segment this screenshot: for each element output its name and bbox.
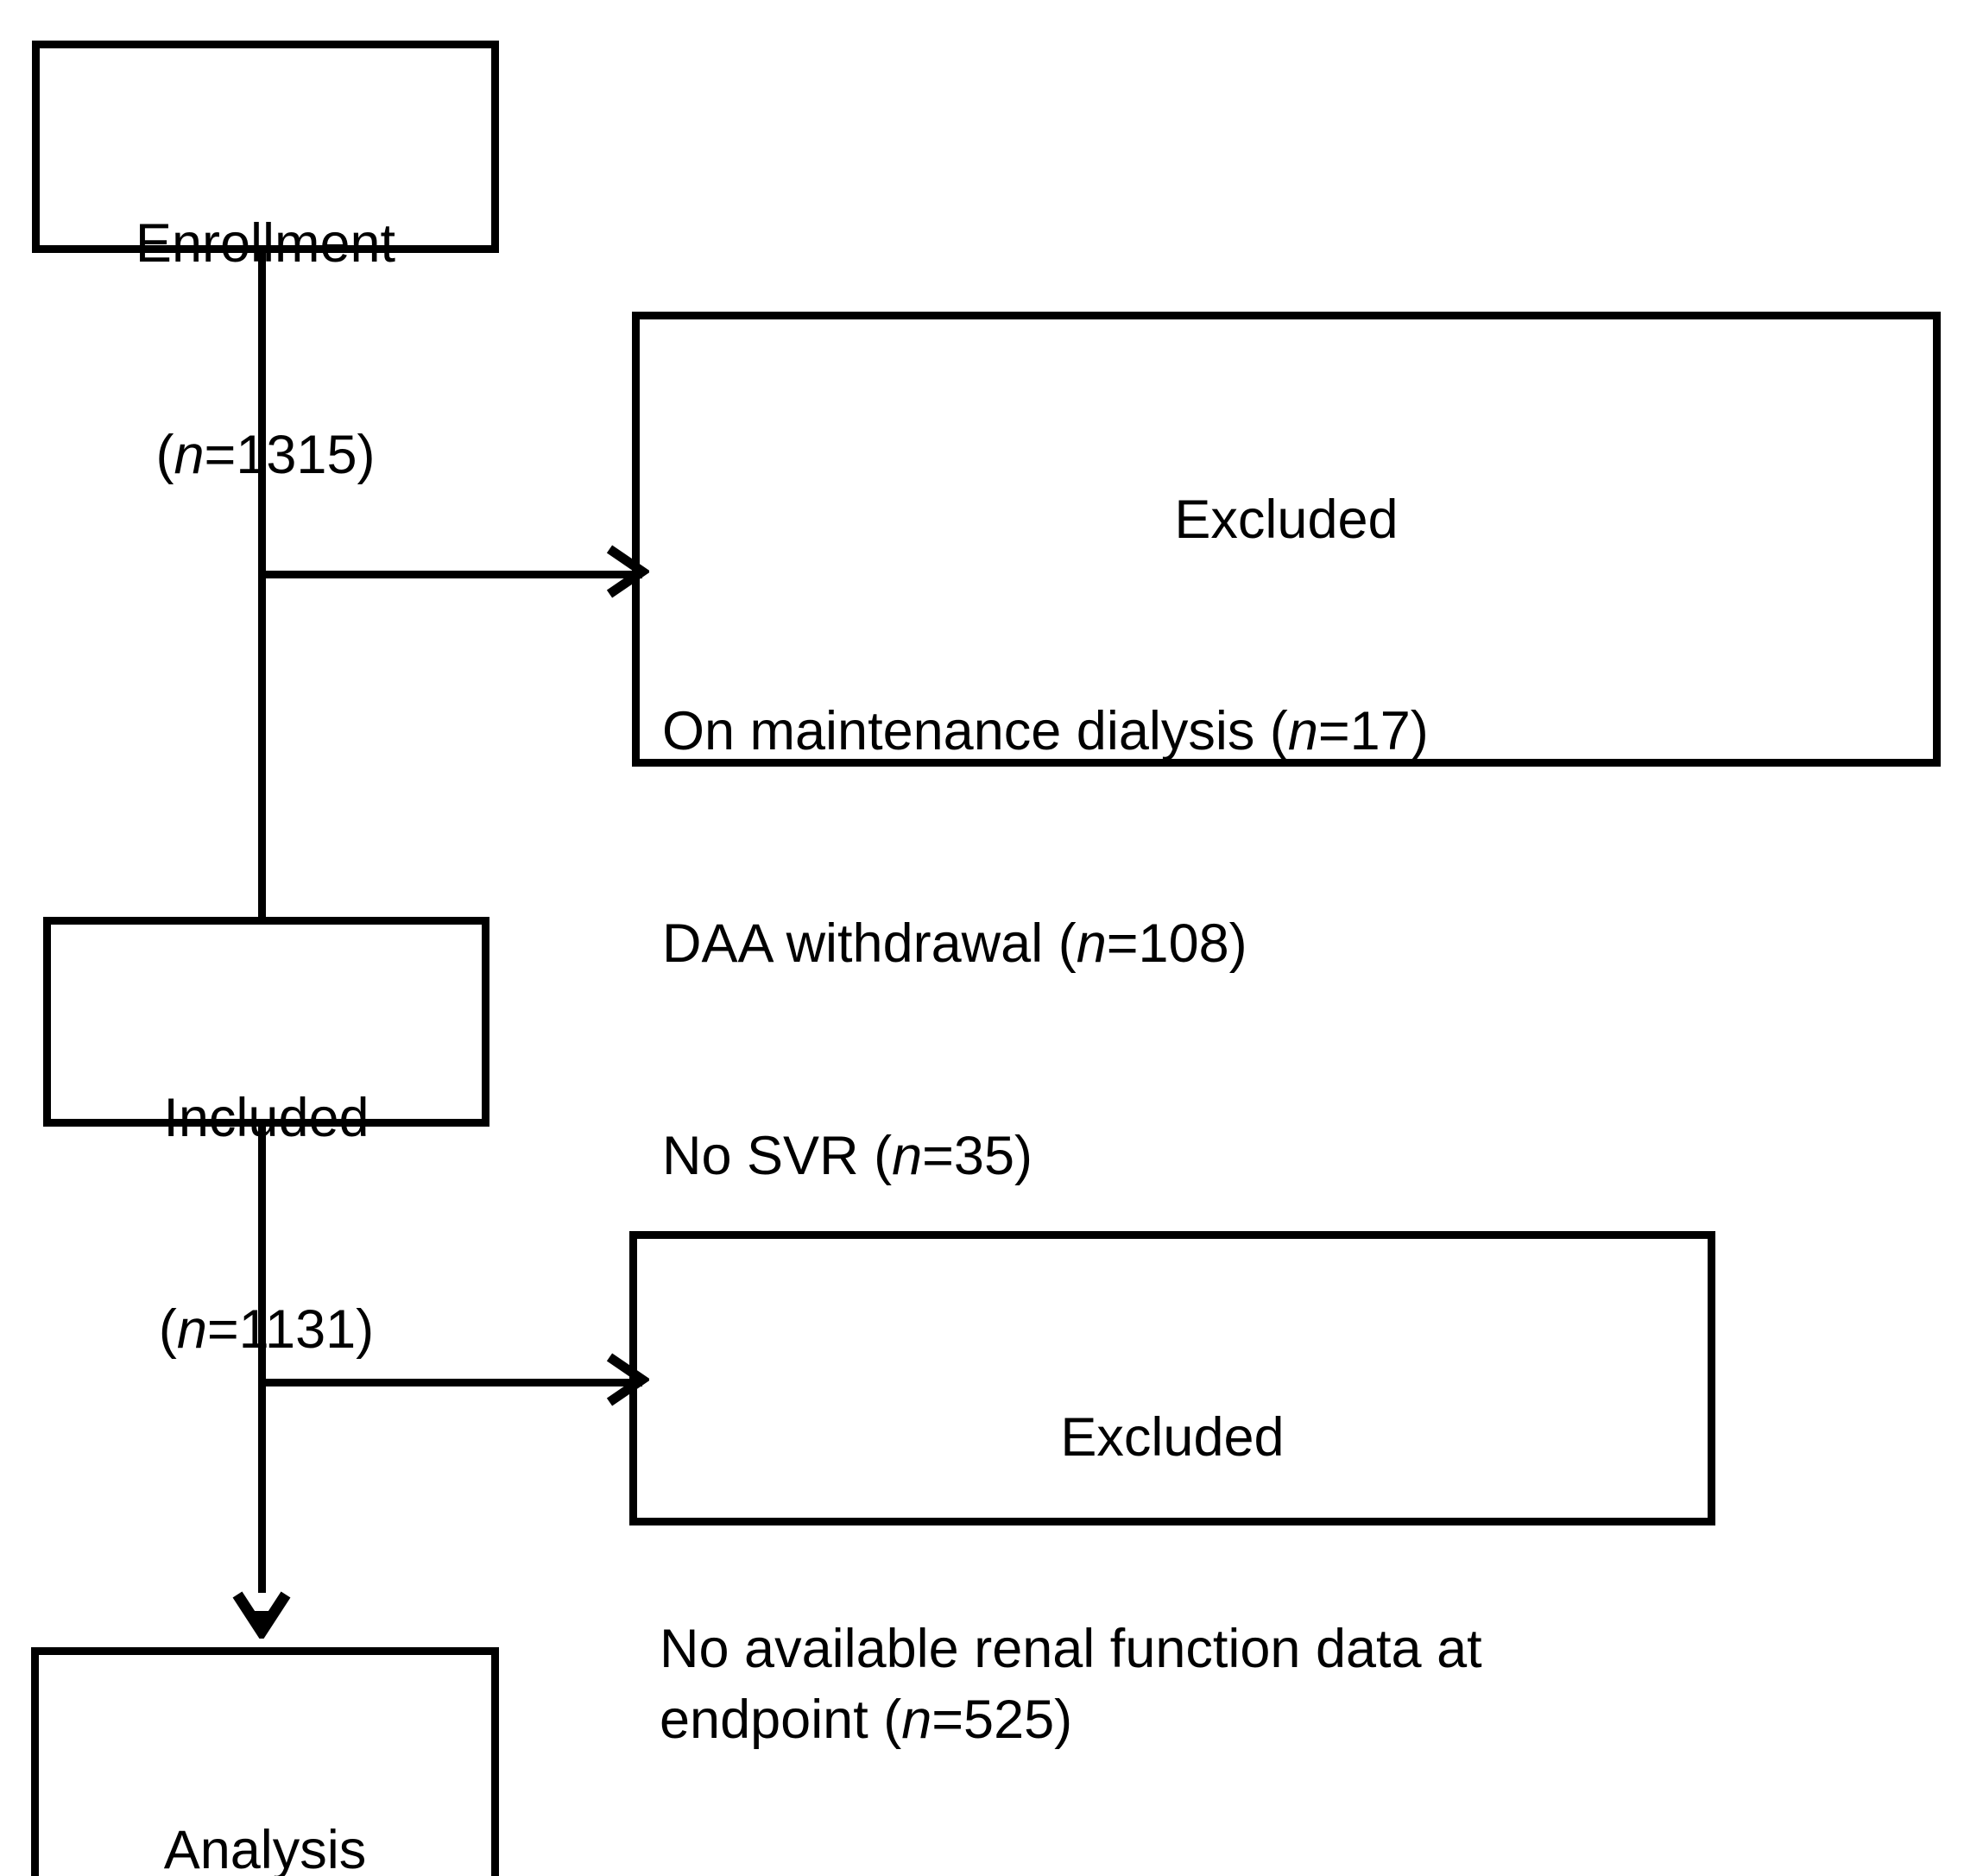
reason-0-text: No available renal function data at endp…	[660, 1619, 1498, 1751]
node-excluded-2-reason-0: No available renal function data at endp…	[660, 1619, 1498, 1751]
node-included-label: Included	[163, 1087, 369, 1148]
node-excluded-1-label: Excluded	[1174, 489, 1399, 550]
node-excluded-2-text: Excluded No available renal function dat…	[637, 1261, 1708, 1876]
node-analysis: Analysis (n=606)	[31, 1647, 499, 1876]
arrowhead-right-icon	[606, 1353, 649, 1406]
reason-1-text: DAA withdrawal	[662, 913, 1058, 975]
node-enrollment-count-value: =1315)	[204, 425, 376, 486]
reason-2-text: No SVR	[662, 1125, 875, 1186]
arrowhead-right-icon	[606, 545, 649, 598]
node-excluded-1-reason-0: On maintenance dialysis (n=17)	[662, 701, 1429, 762]
connector-included-to-analysis	[258, 1122, 266, 1593]
node-included-count: (n=1131)	[158, 1299, 375, 1361]
node-included-text: Included (n=1131)	[51, 942, 482, 1507]
node-excluded-2-label: Excluded	[1060, 1406, 1285, 1468]
arrowhead-down-icon	[232, 1591, 291, 1639]
node-excluded-1-reason-1: DAA withdrawal (n=108)	[662, 913, 1247, 975]
connector-enrollment-to-excluded-1	[258, 571, 642, 578]
node-enrollment-text: Enrollment (n=1315)	[40, 67, 491, 633]
node-enrollment: Enrollment (n=1315)	[32, 41, 499, 485]
node-enrollment-count: (n=1315)	[155, 425, 376, 486]
node-included: Included (n=1131)	[43, 917, 489, 1360]
connector-included-to-excluded-2	[258, 1379, 642, 1386]
reason-0-text: On maintenance dialysis	[662, 701, 1270, 762]
node-analysis-label: Analysis	[163, 1819, 367, 1876]
node-analysis-text: Analysis (n=606)	[39, 1674, 491, 1876]
node-excluded-1-reason-2: No SVR (n=35)	[662, 1125, 1033, 1186]
node-excluded-1: Excluded On maintenance dialysis (n=17) …	[632, 312, 1941, 1398]
connector-enrollment-to-included	[258, 250, 266, 922]
node-excluded-2: Excluded No available renal function dat…	[629, 1231, 1715, 1750]
